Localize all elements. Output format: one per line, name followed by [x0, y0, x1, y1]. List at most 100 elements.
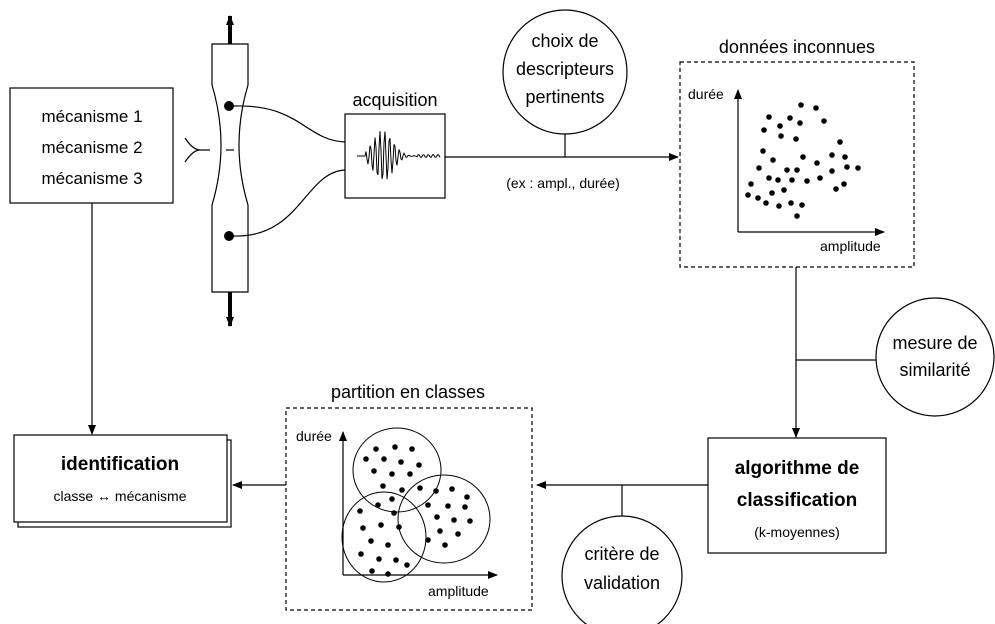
- scatter-dot: [781, 187, 787, 193]
- scatter-dot: [399, 487, 405, 493]
- scatter-dot: [357, 508, 363, 514]
- descriptor-example: (ex : ampl., durée): [506, 175, 620, 191]
- scatter-dot: [842, 154, 848, 160]
- scatter-dot: [407, 471, 413, 477]
- notch-mark: [184, 137, 210, 163]
- unknown-data-y-label: durée: [688, 86, 724, 102]
- mechanism-2-label: mécanisme 2: [41, 138, 142, 157]
- scatter-dot: [760, 148, 766, 154]
- unknown-data-points: [745, 102, 861, 219]
- sensor-cable-bottom: [233, 169, 346, 237]
- scatter-dot: [358, 551, 364, 557]
- scatter-dot: [776, 203, 782, 209]
- scatter-dot: [821, 118, 827, 124]
- scatter-dot: [392, 444, 398, 450]
- scatter-dot: [797, 120, 803, 126]
- scatter-dot: [396, 524, 402, 530]
- scatter-dot: [789, 177, 795, 183]
- similarity-circle: [875, 297, 995, 417]
- cluster-3-ellipse: [341, 491, 427, 583]
- scatter-dot: [373, 446, 379, 452]
- algorithm-title-2: classification: [737, 490, 857, 511]
- descriptor-line-3: pertinents: [525, 87, 604, 107]
- scatter-dot: [389, 471, 395, 477]
- identification-subtitle: classe ↔ mécanisme: [53, 488, 186, 504]
- scatter-dot: [798, 102, 804, 108]
- scatter-dot: [425, 537, 431, 543]
- partition-x-label: amplitude: [428, 583, 489, 599]
- descriptor-line-2: descripteurs: [516, 59, 614, 79]
- scatter-dot: [380, 483, 386, 489]
- scatter-dot: [385, 571, 391, 577]
- scatter-dot: [817, 175, 823, 181]
- scatter-dot: [368, 538, 374, 544]
- scatter-dot: [445, 503, 451, 509]
- scatter-dot: [449, 486, 455, 492]
- scatter-dot: [855, 165, 861, 171]
- validation-line-1: critère de: [584, 544, 659, 564]
- scatter-dot: [393, 557, 399, 563]
- unknown-data-x-label: amplitude: [820, 238, 881, 254]
- partition-y-label: durée: [296, 428, 332, 444]
- scatter-dot: [837, 139, 843, 145]
- scatter-dot: [844, 164, 850, 170]
- sensor-cable-top: [233, 105, 346, 143]
- scatter-dot: [398, 459, 404, 465]
- scatter-dot: [389, 496, 395, 502]
- scatter-dot: [787, 115, 793, 121]
- scatter-dot: [788, 200, 794, 206]
- scatter-dot: [799, 202, 805, 208]
- scatter-dot: [375, 502, 381, 508]
- scatter-dot: [467, 518, 473, 524]
- mechanism-3-label: mécanisme 3: [41, 169, 142, 188]
- scatter-dot: [425, 502, 431, 508]
- scatter-dot: [391, 510, 397, 516]
- scatter-dot: [385, 542, 391, 548]
- scatter-dot: [748, 181, 754, 187]
- sensor-bottom: [224, 231, 234, 241]
- mechanism-1-label: mécanisme 1: [41, 107, 142, 126]
- scatter-dot: [369, 568, 375, 574]
- partition-title: partition en classes: [331, 382, 485, 402]
- scatter-dot: [378, 522, 384, 528]
- scatter-dot: [778, 133, 784, 139]
- scatter-dot: [766, 114, 772, 120]
- algorithm-box: [707, 437, 887, 554]
- scatter-dot: [381, 456, 387, 462]
- unknown-data-title: données inconnues: [719, 37, 875, 57]
- scatter-dot: [455, 531, 461, 537]
- scatter-dot: [462, 504, 468, 510]
- scatter-dot: [442, 542, 448, 548]
- descriptor-choice-circle: [502, 9, 628, 135]
- similarity-line-1: mesure de: [892, 333, 977, 353]
- scatter-dot: [777, 123, 783, 129]
- scatter-dot: [766, 175, 772, 181]
- scatter-dot: [829, 152, 835, 158]
- scatter-dot: [745, 192, 751, 198]
- mechanisms-box: [9, 87, 174, 204]
- similarity-line-2: similarité: [899, 360, 970, 380]
- descriptor-line-1: choix de: [531, 31, 598, 51]
- specimen: [211, 15, 249, 327]
- signal-waveform: [357, 131, 441, 180]
- acquisition-label: acquisition: [352, 90, 437, 110]
- scatter-dot: [416, 462, 422, 468]
- sensor-top: [224, 101, 234, 111]
- scatter-dot: [793, 136, 799, 142]
- identification-box: [13, 434, 228, 523]
- scatter-dot: [371, 468, 377, 474]
- cluster-1-ellipse: [352, 427, 442, 513]
- scatter-dot: [417, 485, 423, 491]
- scatter-dot: [769, 190, 775, 196]
- scatter-dot: [409, 446, 415, 452]
- scatter-dot: [814, 160, 820, 166]
- scatter-dot: [434, 514, 440, 520]
- scatter-dot: [437, 528, 443, 534]
- scatter-dot: [761, 127, 767, 133]
- scatter-dot: [794, 167, 800, 173]
- validation-line-2: validation: [584, 573, 660, 593]
- scatter-dot: [404, 562, 410, 568]
- scatter-dot: [464, 494, 470, 500]
- scatter-dot: [841, 181, 847, 187]
